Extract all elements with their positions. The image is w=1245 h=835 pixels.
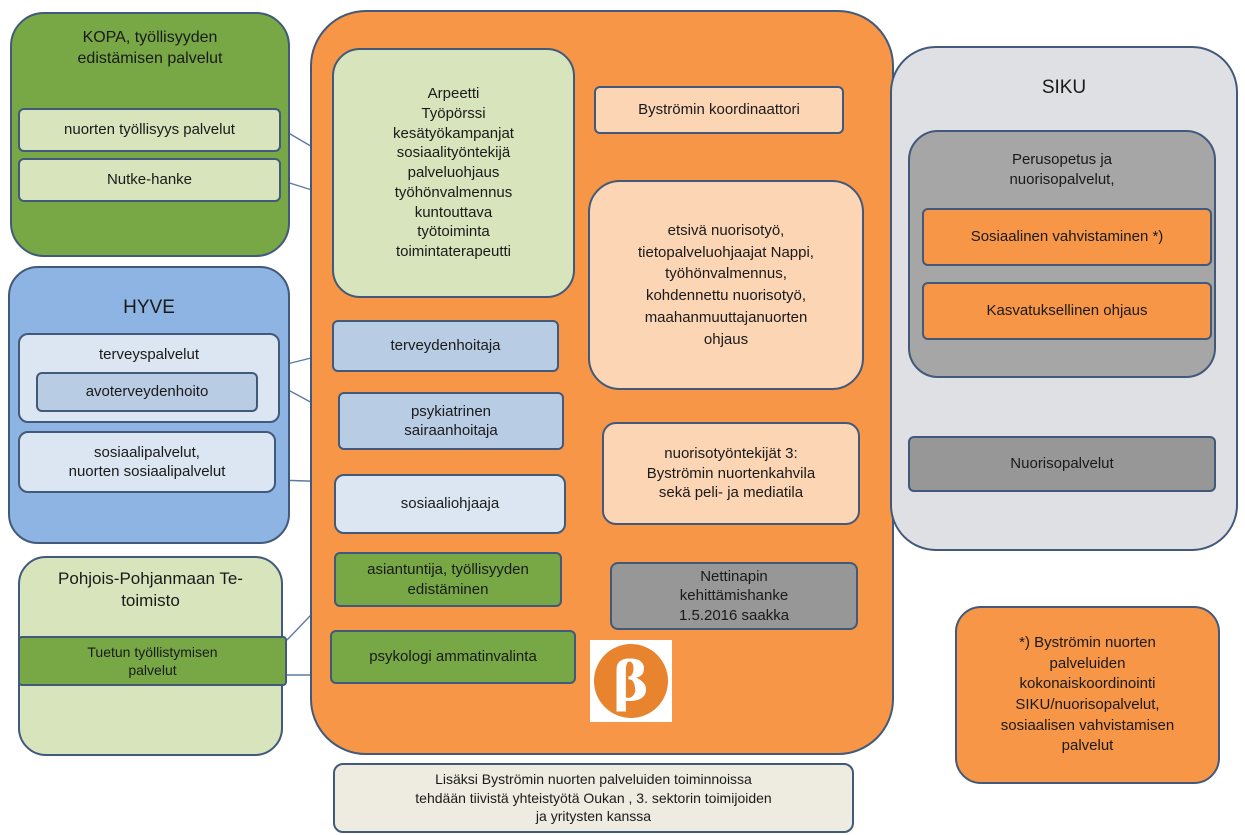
nettinappi-label: Nettinapin kehittämishanke 1.5.2016 saak… bbox=[678, 567, 790, 624]
avoterveydenhoito-label: avoterveydenhoito bbox=[85, 383, 209, 401]
footnote-box: *) Byströmin nuorten palveluiden kokonai… bbox=[955, 606, 1220, 784]
perusopetus-label: Perusopetus ja nuorisopalvelut, bbox=[1009, 151, 1115, 188]
kopa-item-label: Nutke-hanke bbox=[106, 171, 193, 189]
siku-title: SIKU bbox=[1041, 77, 1087, 98]
arpeetti-box: Arpeetti Työpörssi kesätyökampanjat sosi… bbox=[332, 48, 575, 298]
etsiva-box: etsivä nuorisotyö, tietopalveluohjaajat … bbox=[588, 180, 864, 390]
kasvatuksellinen-box: Kasvatuksellinen ohjaus bbox=[922, 282, 1212, 340]
kasvatuksellinen-label: Kasvatuksellinen ohjaus bbox=[986, 302, 1148, 320]
hyve-sosiaalipalvelut: sosiaalipalvelut, nuorten sosiaalipalvel… bbox=[18, 431, 276, 493]
te-item-tuetun: Tuetun työllistymisen palvelut bbox=[18, 636, 287, 686]
psykologi-label: psykologi ammatinvalinta bbox=[369, 648, 537, 666]
kopa-item-label: nuorten työllisyys palvelut bbox=[64, 121, 235, 139]
etsiva-label: etsivä nuorisotyö, tietopalveluohjaajat … bbox=[638, 221, 814, 348]
terveydenhoitaja-label: terveydenhoitaja bbox=[390, 337, 501, 355]
asiantuntija-label: asiantuntija, työllisyyden edistäminen bbox=[367, 561, 529, 598]
nuorisopalvelut-box: Nuorisopalvelut bbox=[908, 436, 1216, 492]
koordinaattori-box: Byströmin koordinaattori bbox=[594, 86, 844, 134]
footnote-label: *) Byströmin nuorten palveluiden kokonai… bbox=[1000, 633, 1175, 755]
psykiatrinen-box: psykiatrinen sairaanhoitaja bbox=[338, 392, 564, 450]
sosiaalinen-box: Sosiaalinen vahvistaminen *) bbox=[922, 208, 1212, 266]
arpeetti-label: Arpeetti Työpörssi kesätyökampanjat sosi… bbox=[393, 84, 514, 261]
psykologi-box: psykologi ammatinvalinta bbox=[330, 630, 576, 684]
bystrom-logo: β bbox=[590, 640, 672, 722]
kopa-item-tyollisyys: nuorten työllisyys palvelut bbox=[18, 108, 281, 152]
sosiaaliohjaaja-label: sosiaaliohjaaja bbox=[400, 495, 500, 513]
psykiatrinen-label: psykiatrinen sairaanhoitaja bbox=[404, 402, 498, 440]
nuorisopalvelut-label: Nuorisopalvelut bbox=[1010, 455, 1114, 473]
terveyspalvelut-label: terveyspalvelut bbox=[98, 346, 200, 363]
te-title: Pohjois-Pohjanmaan Te- toimisto bbox=[58, 569, 243, 611]
hyve-title: HYVE bbox=[123, 297, 175, 318]
asiantuntija-box: asiantuntija, työllisyyden edistäminen bbox=[334, 552, 562, 607]
hyve-avoterveydenhoito: avoterveydenhoito bbox=[36, 372, 258, 412]
bottom-note-label: Lisäksi Byströmin nuorten palveluiden to… bbox=[415, 770, 772, 825]
nuorisotyontekijat-box: nuorisotyöntekijät 3: Byströmin nuortenk… bbox=[602, 422, 860, 525]
te-item-label: Tuetun työllistymisen palvelut bbox=[87, 643, 218, 678]
bottom-note: Lisäksi Byströmin nuorten palveluiden to… bbox=[333, 763, 854, 833]
nettinappi-box: Nettinapin kehittämishanke 1.5.2016 saak… bbox=[610, 562, 858, 630]
terveydenhoitaja-box: terveydenhoitaja bbox=[332, 320, 559, 372]
nuorisotyontekijat-label: nuorisotyöntekijät 3: Byströmin nuortenk… bbox=[646, 445, 816, 502]
sosiaalipalvelut-label: sosiaalipalvelut, nuorten sosiaalipalvel… bbox=[68, 443, 226, 481]
sosiaalinen-label: Sosiaalinen vahvistaminen *) bbox=[970, 228, 1164, 246]
kopa-title: KOPA, työllisyyden edistämisen palvelut bbox=[77, 29, 223, 67]
kopa-item-nutke: Nutke-hanke bbox=[18, 158, 281, 202]
koordinaattori-label: Byströmin koordinaattori bbox=[638, 101, 800, 119]
sosiaaliohjaaja-box: sosiaaliohjaaja bbox=[334, 474, 566, 534]
bystrom-logo-icon: β bbox=[594, 644, 668, 718]
